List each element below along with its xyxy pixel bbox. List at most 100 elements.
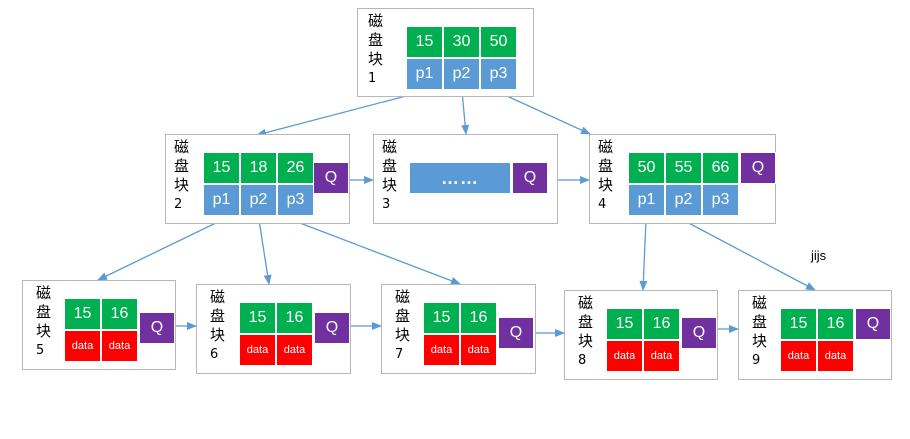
disk-block-label: 磁盘块 3	[382, 138, 397, 214]
disk-block-label-char: 盘	[752, 313, 768, 331]
disk-block-label-char: 磁	[578, 294, 594, 312]
arrow-4-to-9	[682, 219, 816, 291]
disk-block-label: 磁盘块 2	[174, 138, 189, 214]
disk-block-number: 2	[174, 197, 183, 212]
arrow-2-to-7	[291, 219, 461, 285]
note-text: jijs	[811, 248, 827, 263]
q-pointer-cell: Q	[314, 312, 350, 344]
key-cell: 15	[606, 308, 643, 340]
q-pointer-cell: Q	[740, 152, 776, 184]
disk-block-label-char: 磁	[598, 138, 614, 156]
disk-block-label-char: 盘	[210, 307, 226, 325]
key-cell: 30	[443, 26, 480, 58]
data-cell: data	[643, 340, 680, 372]
arrow-1-to-2	[256, 90, 426, 137]
pointer-cell: p1	[203, 184, 240, 216]
disk-block-label: 磁盘块 5	[36, 284, 51, 360]
key-cell: 15	[780, 308, 817, 340]
disk-block-label-char: 块	[36, 322, 52, 340]
key-cell: 50	[628, 152, 665, 184]
disk-block-number: 6	[210, 347, 219, 362]
pointer-cell: p3	[702, 184, 739, 216]
data-cell: data	[423, 334, 460, 366]
arrow-2-to-5	[97, 219, 223, 281]
key-cell: 16	[101, 298, 138, 330]
key-cell: 66	[702, 152, 739, 184]
disk-block-label-char: 磁	[368, 12, 384, 30]
q-pointer-cell: Q	[498, 317, 534, 349]
disk-block-label-char: 盘	[174, 157, 190, 175]
data-cell: data	[64, 330, 101, 362]
key-cell: 15	[423, 302, 460, 334]
disk-block-label-char: 磁	[752, 294, 768, 312]
disk-block-label-char: 磁	[382, 138, 398, 156]
disk-block-number: 4	[598, 197, 607, 212]
disk-block-label-char: 盘	[578, 313, 594, 331]
data-cell: data	[817, 340, 854, 372]
q-pointer-cell: Q	[855, 308, 891, 340]
disk-block-number: 7	[395, 347, 404, 362]
disk-block-label-char: 块	[368, 50, 384, 68]
pointer-cell: p1	[406, 58, 443, 90]
key-cell: 16	[276, 302, 313, 334]
data-cell: data	[276, 334, 313, 366]
disk-block-label-char: 块	[174, 176, 190, 194]
key-cell: 15	[203, 152, 240, 184]
key-cell: 26	[277, 152, 314, 184]
disk-block-label: 磁盘块 4	[598, 138, 613, 214]
disk-block-label-char: 盘	[395, 307, 411, 325]
pointer-cell: p2	[443, 58, 480, 90]
arrow-1-to-3	[461, 90, 470, 135]
disk-block-label-char: 块	[210, 326, 226, 344]
key-cell: 15	[239, 302, 276, 334]
disk-block-number: 3	[382, 197, 391, 212]
disk-block-label: 磁盘块 9	[752, 294, 767, 370]
ellipsis-bar: ……	[409, 162, 511, 194]
disk-block-label-char: 磁	[395, 288, 411, 306]
arrow-4-to-8	[639, 219, 648, 291]
key-cell: 16	[460, 302, 497, 334]
q-pointer-cell: Q	[512, 162, 548, 194]
disk-block-label-char: 盘	[598, 157, 614, 175]
disk-block-label-char: 磁	[210, 288, 226, 306]
pointer-cell: p3	[480, 58, 517, 90]
disk-block-label-char: 磁	[174, 138, 190, 156]
q-pointer-cell: Q	[313, 162, 349, 194]
key-cell: 15	[406, 26, 443, 58]
data-cell: data	[606, 340, 643, 372]
disk-block-label-char: 盘	[36, 303, 52, 321]
pointer-cell: p2	[240, 184, 277, 216]
disk-block-number: 9	[752, 353, 761, 368]
key-cell: 50	[480, 26, 517, 58]
disk-block-number: 5	[36, 343, 45, 358]
arrow-2-to-6	[258, 219, 272, 285]
q-pointer-cell: Q	[139, 312, 175, 344]
data-cell: data	[239, 334, 276, 366]
disk-block-label-char: 块	[752, 332, 768, 350]
pointer-cell: p3	[277, 184, 314, 216]
key-cell: 18	[240, 152, 277, 184]
data-cell: data	[780, 340, 817, 372]
key-cell: 15	[64, 298, 101, 330]
disk-block-label-char: 块	[598, 176, 614, 194]
disk-block-label-char: 磁	[36, 284, 52, 302]
disk-block-number: 8	[578, 353, 587, 368]
disk-block-label: 磁盘块 6	[210, 288, 225, 364]
key-cell: 16	[817, 308, 854, 340]
key-cell: 16	[643, 308, 680, 340]
pointer-cell: p2	[665, 184, 702, 216]
disk-block-label-char: 块	[578, 332, 594, 350]
q-pointer-cell: Q	[681, 317, 717, 349]
disk-block-label-char: 块	[382, 176, 398, 194]
pointer-cell: p1	[628, 184, 665, 216]
disk-block-label-char: 盘	[382, 157, 398, 175]
data-cell: data	[460, 334, 497, 366]
key-cell: 55	[665, 152, 702, 184]
disk-block-number: 1	[368, 71, 377, 86]
disk-block-label-char: 块	[395, 326, 411, 344]
arrow-1-to-4	[495, 90, 591, 135]
disk-block-label: 磁盘块 7	[395, 288, 410, 364]
disk-block-label: 磁盘块 8	[578, 294, 593, 370]
